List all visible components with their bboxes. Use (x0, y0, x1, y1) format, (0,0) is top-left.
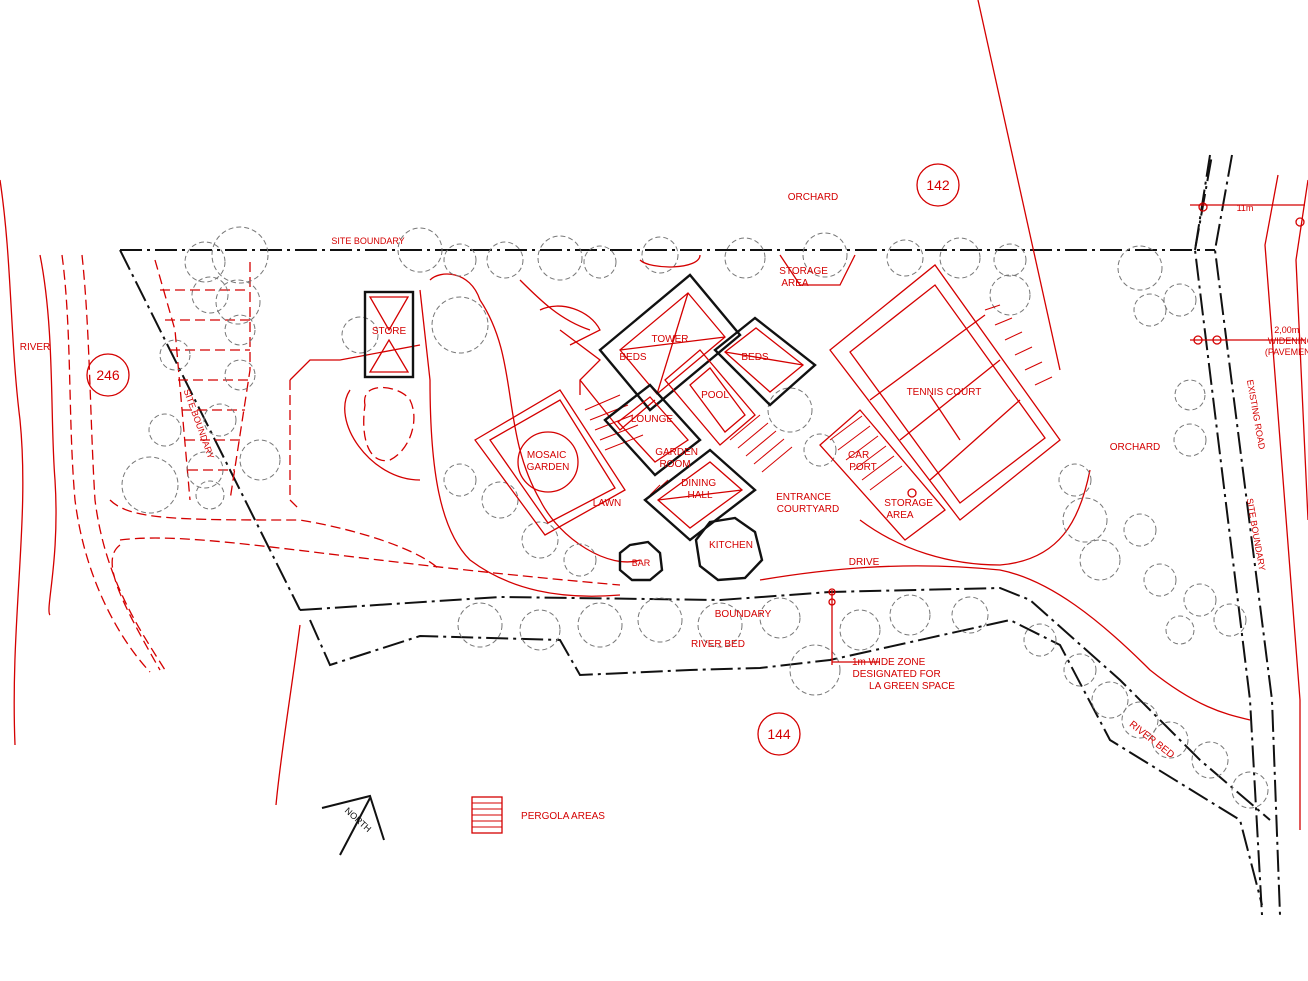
label-drive: DRIVE (849, 557, 880, 568)
label-orchard-right: ORCHARD (1110, 442, 1161, 453)
label-kitchen: KITCHEN (709, 540, 753, 551)
plot-142-marker (916, 163, 960, 207)
label-tower: TOWER (651, 334, 688, 345)
bar-octagon (618, 540, 664, 582)
beds-tower-block (598, 273, 742, 412)
garden-paths (519, 254, 701, 395)
label-store: STORE (372, 326, 407, 337)
dining-hall-block (643, 448, 757, 542)
north-arrow (321, 794, 385, 856)
label-beds-right: BEDS (741, 352, 769, 363)
kitchen-octagon (694, 516, 764, 582)
label-mosaic-garden: MOSAIC GARDEN (527, 450, 570, 473)
beds-right-block (713, 316, 817, 407)
label-dim-11m: 11m (1237, 203, 1254, 213)
label-storage-area-mid: STORAGE AREA (884, 498, 936, 521)
label-north: NORTH (343, 805, 373, 834)
trees (121, 226, 1269, 809)
label-river-bed-mid: RIVER BED (691, 639, 745, 650)
parking-bays (154, 259, 251, 501)
mosaic-garden-enclosure (474, 379, 656, 536)
label-green-zone: 1m WIDE ZONE DESIGNATED FOR LA GREEN SPA… (852, 657, 955, 692)
garden-beds (344, 386, 421, 481)
label-site-boundary-left: SITE BOUNDARY (182, 388, 216, 460)
label-site-boundary-right: SITE BOUNDARY (1245, 497, 1268, 571)
driveway-curves (109, 254, 1251, 721)
storage-area-top-line: STORAGE (779, 266, 828, 277)
tennis-court (829, 0, 1061, 521)
label-garden-room: GARDEN ROOM (655, 447, 701, 470)
label-beds-left: BEDS (619, 352, 647, 363)
buildings (363, 273, 817, 582)
label-orchard-top: ORCHARD (788, 192, 839, 203)
court-steps (984, 304, 1053, 386)
label-dining-hall: DINING HALL (681, 478, 719, 501)
label-site-boundary-top: SITE BOUNDARY (331, 236, 404, 246)
legend-pergola-symbol (471, 796, 503, 834)
label-storage-area-top: STORAGE AREA (779, 266, 831, 289)
label-plot-144: 144 (767, 726, 791, 742)
label-boundary: BOUNDARY (715, 609, 772, 620)
river-banks (0, 179, 301, 806)
plot-markers (86, 163, 960, 756)
lounge-block (603, 383, 702, 477)
label-bar: BAR (632, 558, 651, 568)
label-tennis-court: TENNIS COURT (907, 387, 982, 398)
label-lawn: LAWN (593, 498, 622, 509)
store-building (363, 290, 415, 379)
label-lounge: LOUNGE (631, 414, 674, 425)
label-plot-142: 142 (926, 177, 950, 193)
label-river: RIVER (20, 342, 51, 353)
label-existing-road: EXISTING ROAD (1245, 379, 1267, 451)
label-road-widening: 2,00m WIDENING (PAVEMENT) (1265, 325, 1308, 357)
green-zone-leader (828, 588, 880, 665)
plot-246-marker (86, 353, 130, 397)
storage-area-top-line2: AREA (781, 278, 809, 289)
label-pool: POOL (701, 390, 729, 401)
label-plot-246: 246 (96, 367, 120, 383)
label-entrance-courtyard: ENTRANCE COURTYARD (776, 492, 839, 515)
label-car-port: CAR PORT (848, 450, 877, 473)
car-port (819, 409, 946, 541)
plot-144-marker (757, 712, 801, 756)
road-lines (1190, 174, 1308, 830)
label-legend-pergola: PERGOLA AREAS (521, 811, 605, 822)
